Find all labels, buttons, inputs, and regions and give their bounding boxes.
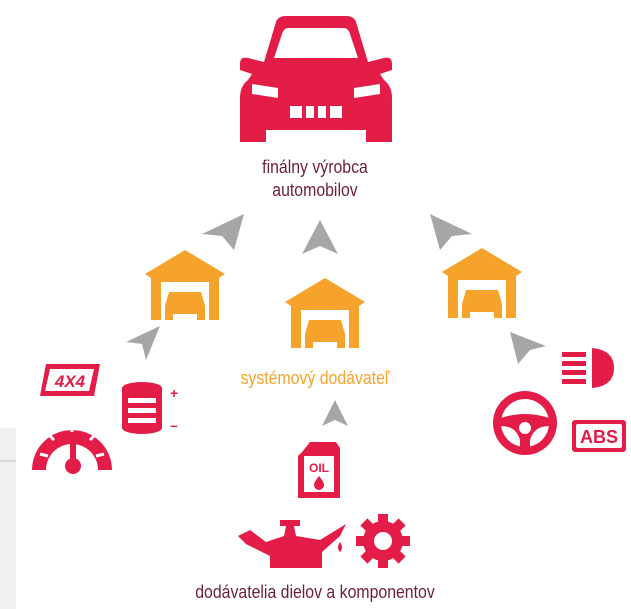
oil-canister-text: OIL xyxy=(309,461,329,475)
four-by-four-text: 4X4 xyxy=(54,372,86,391)
car-manufacturer-label: finálny výrobca automobilov xyxy=(205,156,425,202)
steering-wheel-icon xyxy=(493,391,557,455)
battery-icon: + – xyxy=(122,382,178,434)
battery-minus-sign: – xyxy=(170,417,178,433)
arrow-icon xyxy=(302,220,338,254)
arrow-icon xyxy=(430,214,472,250)
four-by-four-icon: 4X4 xyxy=(40,364,100,396)
car-icon xyxy=(240,16,392,142)
garage-icon xyxy=(285,278,365,348)
garage-icon xyxy=(442,248,522,318)
battery-plus-sign: + xyxy=(170,385,178,401)
headlight-icon xyxy=(562,348,614,388)
car-manufacturer-line1: finálny výrobca xyxy=(262,157,368,177)
arrow-icon xyxy=(202,214,244,250)
oil-canister-icon: OIL xyxy=(298,442,340,498)
car-manufacturer-line2: automobilov xyxy=(272,180,358,200)
arrow-icon xyxy=(510,332,546,364)
abs-text: ABS xyxy=(580,427,618,447)
oil-can-icon xyxy=(238,520,346,568)
speedometer-icon xyxy=(32,424,112,474)
component-suppliers-label: dodávatelia dielov a komponentov xyxy=(195,582,435,602)
abs-icon: ABS xyxy=(572,420,626,452)
system-supplier-label: systémový dodávateľ xyxy=(240,368,390,388)
gear-icon xyxy=(356,514,410,568)
side-panel xyxy=(0,428,16,609)
arrow-icon xyxy=(322,400,348,426)
arrow-icon xyxy=(126,326,160,360)
garage-icon xyxy=(145,250,225,320)
